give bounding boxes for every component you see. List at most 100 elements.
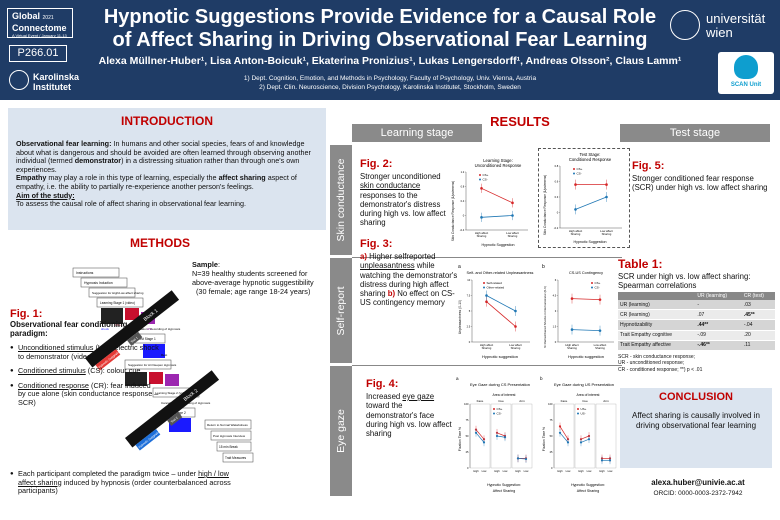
y-tick-label: 1.5 [553, 325, 557, 329]
chart-title: CS-US Contingency [569, 271, 603, 275]
y-tick-label: 6 [555, 278, 557, 282]
legend-marker [573, 172, 575, 175]
y-axis-label: Fixation Time % [458, 427, 462, 451]
list-item: Unconditioned stimulus (US): electric sh… [10, 343, 160, 361]
series-line-0 [481, 187, 513, 204]
conference-name-2: Connectome [12, 23, 67, 33]
series-line-1 [575, 196, 607, 210]
conclusion-title: CONCLUSION [659, 391, 733, 403]
chart-title: Learning Stage: [483, 158, 513, 163]
list-item: Each participant completed the paradigm … [10, 469, 240, 496]
table-row: Hypnotizability.44**-.04 [618, 319, 775, 331]
affiliation-2: 2) Dept. Clin. Neuroscience, Division Ps… [259, 84, 521, 91]
series-line-1 [496, 435, 506, 438]
univie-name-1: universität [706, 11, 766, 26]
list-item: Conditioned response (CR): fear induced … [10, 381, 160, 408]
y-axis-label: Unpleasantness (0-10) [458, 300, 462, 334]
y-tick-label: -0.2 [554, 226, 559, 230]
series-line-1 [475, 432, 485, 443]
fig3-description: a) Higher selfreported unpleasantness wh… [360, 252, 458, 308]
fig2-description: Stronger unconditioned skin conductance … [360, 172, 446, 228]
row-divider [352, 365, 622, 366]
y-tick-label: 50 [466, 434, 469, 438]
step-learning-2: Learning Stage 2 (video) [155, 391, 188, 395]
y-tick-label: -0.4 [460, 228, 465, 232]
affiliations: 1) Dept. Cognition, Emotion, and Methods… [160, 74, 620, 92]
step-suggestion-1: Suggestion for High/Low affect sharing [92, 291, 144, 295]
y-tick-label: 0 [555, 340, 557, 344]
univie-name-2: wien [706, 25, 733, 40]
results-title: RESULTS [490, 114, 550, 129]
sample-title: Sample [192, 260, 218, 269]
fig2-title: Fig. 2: [360, 158, 393, 170]
series-line-1 [559, 432, 569, 443]
karolinska-seal-icon [9, 70, 29, 90]
conference-year: 2021 [42, 15, 54, 21]
table-header-cell [618, 292, 696, 300]
step-box [210, 430, 252, 441]
legend-marker [591, 282, 593, 284]
x-tick-label: High affect [480, 343, 494, 347]
svg-text:Test 2: Test 2 [170, 416, 179, 424]
panel-title: Arm [519, 399, 525, 403]
y-tick-label: 0 [469, 340, 471, 344]
aoi-label: Area of interest [577, 393, 600, 397]
legend-label: CS+ [595, 281, 601, 285]
cs-minus-tag: CS- [147, 327, 152, 331]
y-tick-label: 10 [467, 278, 470, 282]
legend-marker [577, 408, 579, 410]
test-stage-box [538, 148, 630, 248]
y-tick-label: 100 [548, 402, 553, 406]
panel-title: Cue [582, 399, 588, 403]
y-tick-label: 7.5 [467, 294, 471, 298]
data-point [495, 434, 499, 438]
panel-frame [553, 403, 575, 469]
data-point [514, 309, 517, 313]
data-point [608, 459, 612, 462]
x-tick-label: High [557, 469, 563, 473]
x-tick-label: High [494, 469, 500, 473]
panel-frame [490, 403, 512, 469]
y-tick-label: 0.8 [461, 185, 465, 189]
correlation-table: UR (learning) CR (test) UR (learning)-.0… [618, 292, 775, 351]
table-description: SCR under high vs. low affect sharing: S… [618, 272, 751, 291]
introduction-title: INTRODUCTION [121, 114, 213, 128]
series-line-0 [580, 435, 590, 440]
chart-title: Eye Gaze during CS Presentation [470, 382, 530, 387]
series-line-1 [571, 329, 601, 332]
methods-title: METHODS [130, 236, 190, 250]
table-row: CR (learning).07.45** [618, 309, 775, 321]
step-box [204, 419, 252, 430]
panel-label: b [540, 376, 543, 381]
x-axis-label: Affect Sharing [493, 489, 516, 493]
ki-name-1: Karolinska [33, 72, 80, 82]
row-self-report: Self-report [330, 258, 352, 363]
data-point [482, 441, 486, 444]
fig3-title: Fig. 3: [360, 238, 393, 250]
stimulus-list: Unconditioned stimulus (US): electric sh… [10, 343, 160, 408]
x-tick-label: High [599, 469, 605, 473]
aim-title: Aim of the study: [16, 190, 75, 200]
series-line-0 [486, 301, 516, 327]
data-point [566, 441, 570, 444]
fig5-description: Stronger conditioned fear response (SCR)… [632, 174, 768, 193]
y-tick-label: 100 [464, 402, 469, 406]
tab-learning-stage: Learning stage [352, 124, 482, 142]
y-tick-label: 50 [550, 434, 553, 438]
legend-label: CS+ [577, 167, 583, 171]
univie-seal-icon [670, 10, 700, 40]
svg-text:Test 1: Test 1 [130, 336, 139, 344]
step-trait-measures: Trait Measures [225, 456, 247, 460]
contact-email[interactable]: alexa.huber@univie.ac.at [651, 478, 745, 487]
legend-marker [493, 412, 495, 415]
intro-paragraph-1: Observational fear learning: In humans a… [16, 139, 311, 174]
data-point [474, 431, 478, 434]
panel-frame [469, 403, 491, 469]
x-tick-label: Low affect [600, 229, 613, 233]
data-point [511, 201, 514, 205]
step-box [88, 287, 136, 298]
panel-frame [595, 403, 617, 469]
legend-label: CS+ [497, 407, 503, 411]
legend-label: CS- [497, 412, 502, 416]
